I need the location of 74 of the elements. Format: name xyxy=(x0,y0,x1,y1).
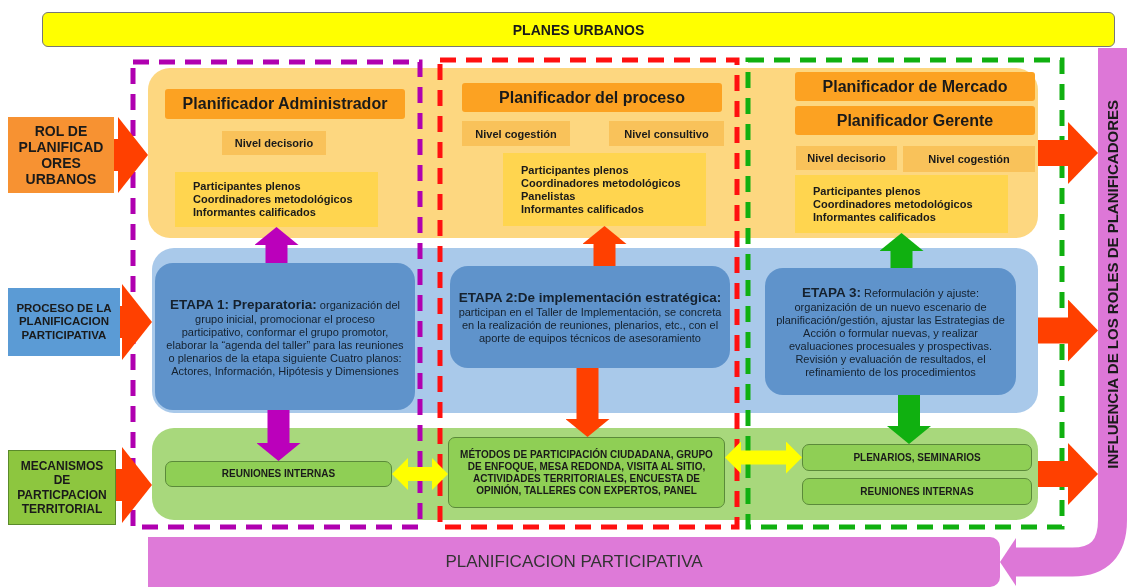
role-title-box xyxy=(165,89,405,119)
role-title-box xyxy=(795,72,1035,101)
side-bar-text: INFLUENCIA DE LOS ROLES DE PLANIFICADORES xyxy=(1104,99,1121,469)
stage-box xyxy=(450,266,730,368)
level-box xyxy=(903,146,1035,172)
block-arrow xyxy=(1038,122,1098,184)
level-box xyxy=(796,146,897,170)
stage-description: ETAPA 3: Reformulación y ajuste: organización de un nuevo escenario de planificación/gestión, ajustar las Estrategias de Acción o formular nuevas, y realizar evaluaciones procesuales y prospectivas. Revisión y evaluación de resultados, el refinamiento de los procedimientos xyxy=(775,284,1006,379)
level-text: Nivel cogestión xyxy=(928,153,1010,165)
mechanism-box xyxy=(802,478,1032,505)
row-header-box xyxy=(8,117,114,193)
stage-box xyxy=(155,263,415,410)
stage-description: ETAPA 2:De implementación estratégica: participan en el Taller de Implementación, se concreta en la realización de reuniones, plenarios, etc., con el aporte de equipos técnicos de asesoramiento xyxy=(458,289,722,345)
block-arrow xyxy=(392,458,448,490)
mechanism-box xyxy=(448,437,725,508)
mechanism-box xyxy=(802,444,1032,471)
participant-item: Coordinadores metodológicos xyxy=(193,193,353,206)
mechanism-text: REUNIONES INTERNAS xyxy=(860,485,974,498)
row-band xyxy=(148,68,1038,238)
level-box xyxy=(462,121,570,146)
mechanism-text: MÉTODOS DE PARTICIPACIÓN CIUDADANA, GRUPO DE ENFOQUE, MESA REDONDA, VISITA AL SITIO, ACTIVIDADES TERRITORIALES, ENCUESTA DE OPINIÓN, TALLERES CON EXPERTOS, PANEL xyxy=(459,448,714,497)
participants-box xyxy=(503,153,706,226)
participants-box xyxy=(175,172,378,227)
block-arrow xyxy=(1038,443,1098,505)
participant-item: Participantes plenos xyxy=(521,163,629,177)
block-arrow xyxy=(879,233,924,268)
row-header-text: ROL DE PLANIFICAD ORES URBANOS xyxy=(17,122,105,188)
role-title-box xyxy=(795,106,1035,135)
row-header-box xyxy=(8,288,120,356)
title-banner xyxy=(42,12,1115,47)
participants-box xyxy=(795,175,1008,233)
banner-text: PLANES URBANOS xyxy=(512,21,645,38)
role-title: Planificador Gerente xyxy=(836,111,994,130)
stage-box xyxy=(765,268,1016,395)
row-band xyxy=(152,248,1038,413)
participant-item: Panelistas xyxy=(521,189,576,203)
banner-text: PLANIFICACION PARTICIPATIVA xyxy=(445,552,703,572)
row-header-box xyxy=(8,450,116,525)
role-title: Planificador Administrador xyxy=(182,95,388,113)
level-text: Nivel consultivo xyxy=(624,127,709,140)
block-arrow xyxy=(725,441,802,474)
side-bar xyxy=(1098,48,1127,520)
role-title-box xyxy=(462,83,722,112)
level-text: Nivel decisorio xyxy=(807,152,886,164)
block-arrow xyxy=(254,227,299,263)
participant-item: Participantes plenos xyxy=(193,180,301,193)
block-arrow xyxy=(565,368,610,437)
row-header-text: PROCESO DE LA PLANIFICACION PARTICIPATIVA xyxy=(15,302,113,342)
block-arrow xyxy=(120,284,152,360)
participant-item: Informantes calificados xyxy=(521,202,644,216)
level-box xyxy=(609,121,724,146)
block-arrow xyxy=(256,410,301,461)
block-arrow xyxy=(1038,299,1098,362)
block-arrow xyxy=(1000,519,1127,586)
row-header-text: MECANISMOS DE PARTICPACION TERRITORIAL xyxy=(16,458,108,517)
level-text: Nivel cogestión xyxy=(475,127,557,140)
block-arrow xyxy=(114,117,148,193)
stage-description: ETAPA 1: Preparatoria: organización del grupo inicial, promocionar el proceso participativo, conformar el grupo promotor, elaborar la “agenda del taller” para las reuniones o plenarios de la etapa siguiente Cuatro planos: Actores, Información, Hipótesis y Dimensiones xyxy=(165,295,405,378)
participant-item: Coordinadores metodológicos xyxy=(813,197,973,211)
mechanism-box xyxy=(165,461,392,487)
level-text: Nivel decisorio xyxy=(234,137,314,149)
block-arrow xyxy=(582,226,627,266)
participant-item: Participantes plenos xyxy=(813,184,921,198)
bottom-banner xyxy=(148,537,1000,587)
participant-item: Informantes calificados xyxy=(813,210,936,224)
row-band xyxy=(152,428,1038,520)
mechanism-text: REUNIONES INTERNAS xyxy=(221,468,336,480)
participant-item: Coordinadores metodológicos xyxy=(521,176,681,190)
role-title: Planificador de Mercado xyxy=(822,77,1008,96)
level-box xyxy=(222,131,326,155)
participant-item: Informantes calificados xyxy=(193,206,316,219)
block-arrow xyxy=(887,395,931,444)
role-title: Planificador del proceso xyxy=(499,88,685,107)
mechanism-text: PLENARIOS, SEMINARIOS xyxy=(853,451,981,464)
